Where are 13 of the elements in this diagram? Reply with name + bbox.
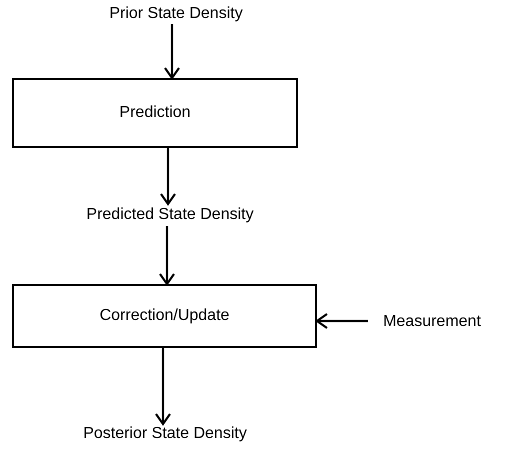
state-label: Predicted State Density (42, 204, 298, 226)
box-label: Prediction (119, 104, 191, 122)
state-label: Posterior State Density (82, 424, 248, 444)
state-label: Prior State Density (110, 4, 242, 24)
arrow (158, 226, 176, 286)
arrow (316, 312, 368, 330)
arrow (160, 148, 176, 206)
arrow (164, 24, 180, 80)
state-label: Measurement (368, 312, 496, 332)
process-box (12, 284, 317, 348)
arrow (154, 348, 172, 426)
process-box (12, 78, 298, 148)
box-label: Correction/Update (100, 307, 230, 325)
